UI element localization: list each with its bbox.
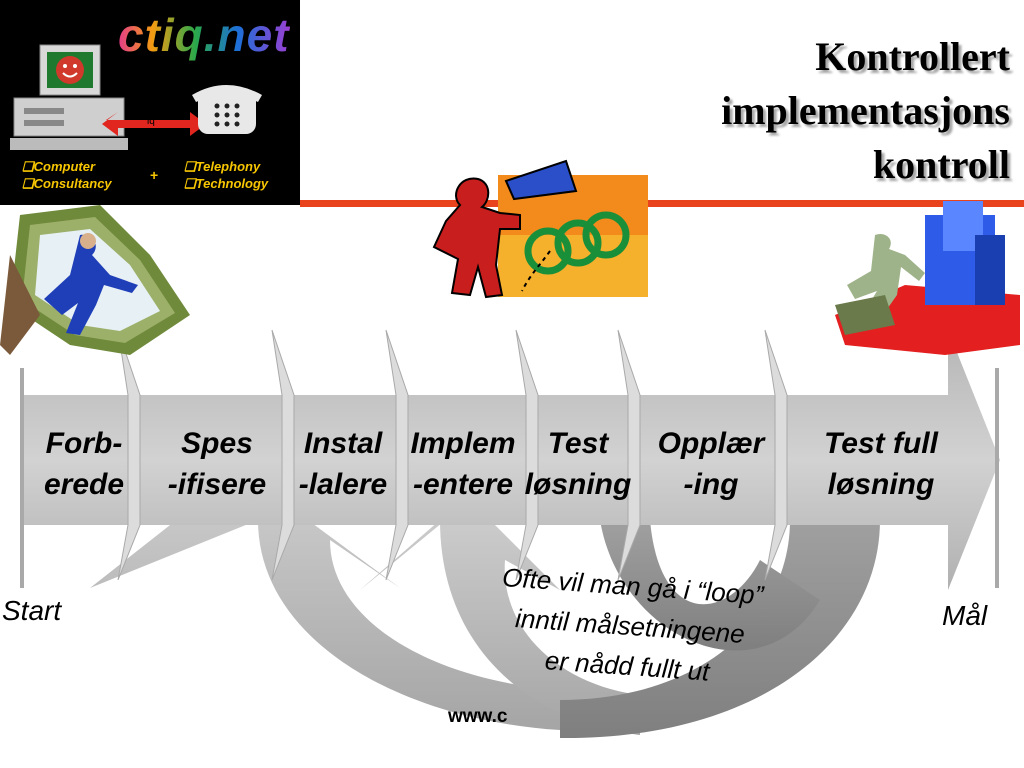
- title-line-1: Kontrollert: [815, 34, 1010, 79]
- phase-2-line-1: Spes: [181, 427, 253, 460]
- logo-item-consultancy: ❑Consultancy: [22, 176, 112, 191]
- loop-arrow-4: [600, 520, 820, 651]
- logo-plus: +: [150, 167, 159, 183]
- phase-1-line-1: Forb-: [45, 427, 123, 460]
- goal-label: Mål: [942, 600, 988, 631]
- start-post: [20, 368, 24, 588]
- phase-5-line-1: Test: [547, 427, 609, 460]
- title-line-2: implementasjons: [721, 88, 1010, 133]
- phase-1-line-2: erede: [43, 468, 125, 501]
- phase-3-line-1: Instal: [303, 427, 383, 460]
- logo-wordmark: ctiq.net: [118, 9, 290, 61]
- phase-2-line-2: -ifisere: [167, 468, 267, 501]
- start-label: Start: [2, 595, 62, 626]
- goal-building-icon: [835, 201, 1020, 355]
- goal-post: [995, 368, 999, 588]
- timeline-band: [20, 330, 1000, 590]
- logo-item-telephony: ❑Telephony: [184, 159, 261, 174]
- loop-arrow-1: [90, 470, 560, 730]
- phase-7-line-1: Test full: [824, 427, 938, 460]
- slide-title: Kontrollert implementasjons kontroll: [721, 30, 1010, 192]
- phase-forberede: Forb- erede: [32, 423, 136, 505]
- loop-arrow-2: [360, 500, 640, 735]
- header-divider: [300, 200, 1024, 207]
- phase-4-line-2: -entere: [412, 468, 514, 501]
- computer-phone-icon: [10, 44, 262, 150]
- footer-url: www.c: [448, 706, 508, 727]
- phase-test-losning: Test løsning: [515, 423, 641, 505]
- logo-item-computer: ❑Computer: [22, 159, 96, 174]
- logo-item-technology: ❑Technology: [184, 176, 269, 191]
- phase-5-line-2: løsning: [524, 468, 632, 501]
- megaphone-man-icon: [432, 159, 648, 299]
- logo-badge: iq: [147, 116, 155, 127]
- phase-6-line-1: Opplær: [657, 427, 765, 460]
- title-line-3: kontroll: [872, 142, 1010, 187]
- phase-6-line-2: -ing: [683, 468, 739, 501]
- phase-installere: Instal -lalere: [290, 423, 396, 505]
- phase-7-line-2: løsning: [827, 468, 935, 501]
- loop-arrow-3: [560, 520, 880, 739]
- timeline-chevrons: [117, 329, 788, 581]
- phase-4-line-1: Implem: [410, 427, 516, 460]
- logo-panel: ctiq.net iq ❑Computer ❑Consultancy + ❑Te…: [0, 0, 300, 205]
- climbing-man-icon: [0, 205, 190, 355]
- phase-implementere: Implem -entere: [400, 423, 526, 505]
- phase-test-full-losning: Test full løsning: [808, 423, 954, 505]
- phase-spesifisere: Spes -ifisere: [156, 423, 278, 505]
- phase-opplaering: Opplær -ing: [646, 423, 776, 505]
- phase-3-line-2: -lalere: [298, 468, 388, 501]
